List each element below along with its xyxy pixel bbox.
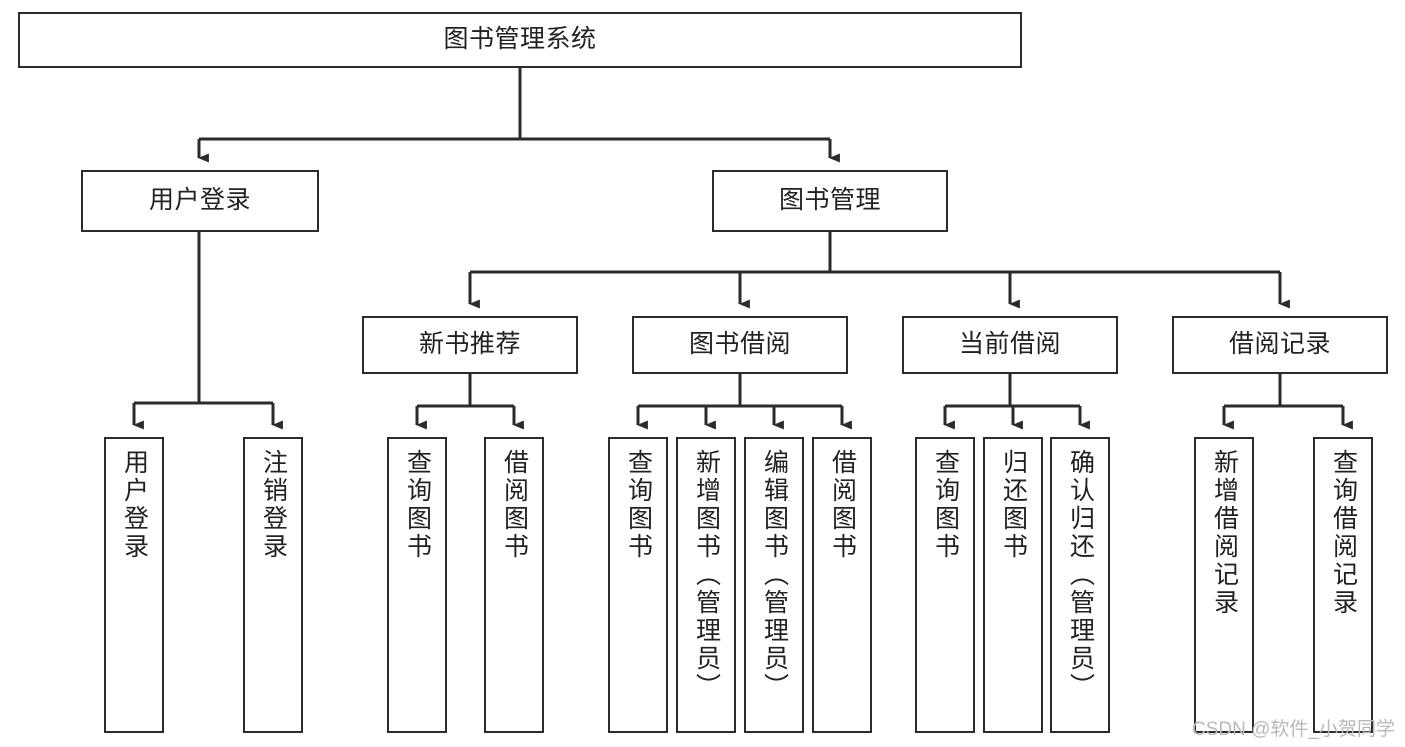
node-label: 查询图书 — [403, 449, 432, 561]
node-leaf-query-book-3[interactable]: 查询图书 — [915, 437, 975, 733]
node-label: 查询借阅记录 — [1329, 449, 1358, 617]
node-leaf-borrow-book-2[interactable]: 借阅图书 — [812, 437, 872, 733]
node-user-login[interactable]: 用户登录 — [81, 170, 319, 232]
node-label: 确认归还（管理员） — [1066, 449, 1095, 701]
node-leaf-query-book-2[interactable]: 查询图书 — [608, 437, 668, 733]
node-leaf-user-login[interactable]: 用户登录 — [104, 437, 164, 733]
node-root-system[interactable]: 图书管理系统 — [18, 12, 1022, 68]
node-leaf-add-book[interactable]: 新增图书（管理员） — [676, 437, 736, 733]
csdn-watermark: CSDN @软件_小贺同学 — [1192, 719, 1395, 740]
node-label: 注销登录 — [259, 449, 288, 561]
node-label: 借阅图书 — [828, 449, 857, 561]
node-label: 新增借阅记录 — [1210, 449, 1239, 617]
node-leaf-edit-book[interactable]: 编辑图书（管理员） — [744, 437, 804, 733]
node-leaf-return-book[interactable]: 归还图书 — [983, 437, 1043, 733]
node-label: 归还图书 — [999, 449, 1028, 561]
node-label: 借阅图书 — [500, 449, 529, 561]
node-book-manage[interactable]: 图书管理 — [712, 170, 948, 232]
node-leaf-add-record[interactable]: 新增借阅记录 — [1194, 437, 1254, 733]
node-label: 新增图书（管理员） — [692, 449, 721, 701]
node-label: 查询图书 — [624, 449, 653, 561]
node-borrow-record[interactable]: 借阅记录 — [1172, 316, 1388, 374]
node-label: 图书借阅 — [688, 330, 791, 359]
node-leaf-borrow-book-1[interactable]: 借阅图书 — [484, 437, 544, 733]
node-leaf-query-book-1[interactable]: 查询图书 — [387, 437, 447, 733]
node-label: 用户登录 — [120, 449, 149, 561]
node-label: 新书推荐 — [418, 330, 521, 359]
node-new-book-recommend[interactable]: 新书推荐 — [362, 316, 578, 374]
node-label: 图书管理系统 — [443, 25, 597, 54]
node-label: 查询图书 — [931, 449, 960, 561]
node-leaf-logout[interactable]: 注销登录 — [243, 437, 303, 733]
node-label: 当前借阅 — [958, 330, 1061, 359]
node-book-borrow[interactable]: 图书借阅 — [632, 316, 848, 374]
node-current-borrow[interactable]: 当前借阅 — [902, 316, 1118, 374]
node-leaf-query-record[interactable]: 查询借阅记录 — [1313, 437, 1373, 733]
node-label: 用户登录 — [148, 186, 251, 215]
node-label: 编辑图书（管理员） — [760, 449, 789, 701]
node-leaf-confirm-return[interactable]: 确认归还（管理员） — [1050, 437, 1110, 733]
node-label: 图书管理 — [778, 186, 881, 215]
node-label: 借阅记录 — [1228, 330, 1331, 359]
